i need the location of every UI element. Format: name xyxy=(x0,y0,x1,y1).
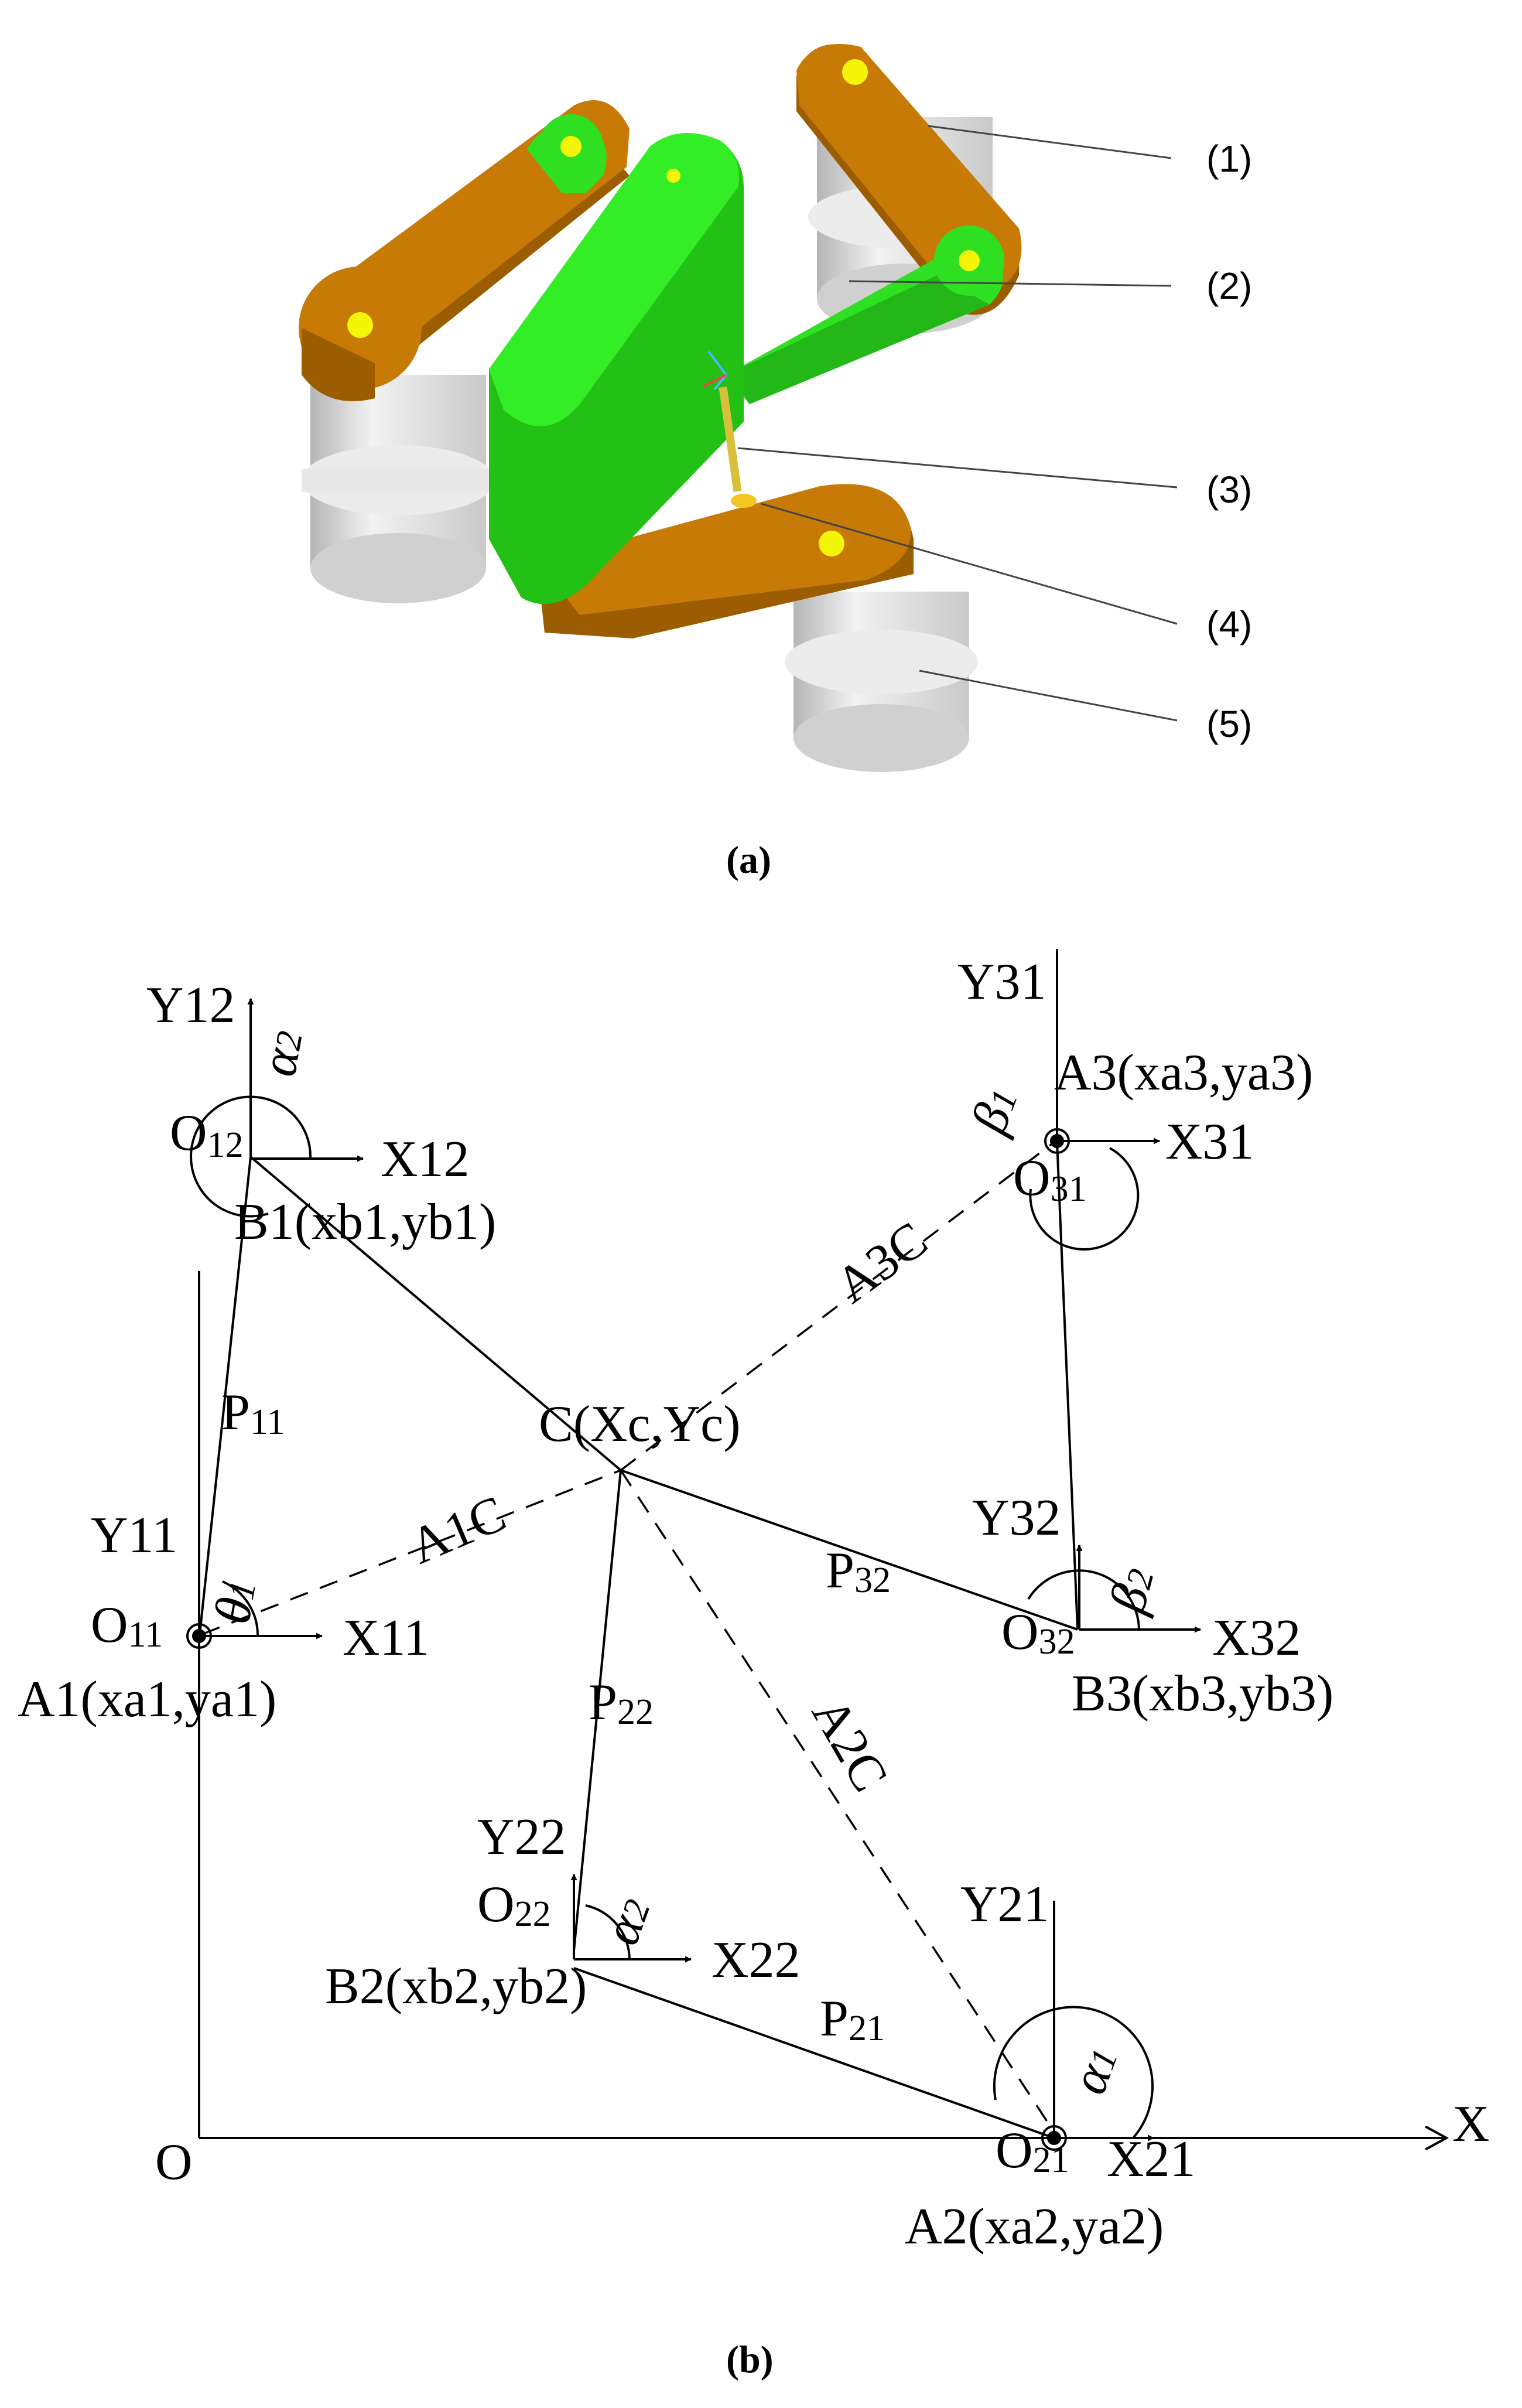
label-y31: Y31 xyxy=(957,954,1046,1010)
label-y12: Y12 xyxy=(146,977,235,1034)
label-o32: O32 xyxy=(1001,1604,1075,1662)
joint-o31-icon xyxy=(1044,1128,1070,1154)
angle-label-alpha2-f22: α2 xyxy=(593,1890,662,1952)
caption-b: (b) xyxy=(726,2338,774,2381)
caption-a: (a) xyxy=(726,839,771,882)
label-x31: X31 xyxy=(1165,1114,1254,1170)
panel-a-render: (1) (2) (3) (4) (5) (a) xyxy=(299,44,1252,882)
label-c: C(Xc,Yc) xyxy=(539,1396,741,1453)
label-x21: X21 xyxy=(1107,2131,1196,2188)
angle-arc-f12 xyxy=(190,1095,312,1218)
label-o21: O21 xyxy=(996,2122,1069,2180)
angle-arc-alpha1 xyxy=(993,2006,1154,2139)
label-o12: O12 xyxy=(170,1105,244,1165)
moving-platform xyxy=(489,114,1004,604)
link-a3-b3 xyxy=(1056,1142,1079,1629)
base-cylinder-bottom xyxy=(785,592,978,772)
joint-pin-icon xyxy=(819,531,844,556)
joint-o11-icon xyxy=(186,1623,212,1649)
label-a2: A2(xa2,ya2) xyxy=(905,2198,1164,2255)
angle-label-beta2: β2 xyxy=(1099,1562,1165,1620)
label-b3: B3(xb3,yb3) xyxy=(1072,1665,1333,1722)
link-p21 xyxy=(573,1967,1055,2139)
label-o31: O31 xyxy=(1013,1150,1087,1209)
label-b1: B1(xb1,yb1) xyxy=(234,1194,496,1251)
label-a2c: A2C xyxy=(801,1688,898,1801)
angle-label-alpha2-f12: α2 xyxy=(250,1026,314,1081)
angle-label-beta1: β1 xyxy=(960,1080,1029,1142)
link-p32 xyxy=(620,1469,1078,1631)
label-y21: Y21 xyxy=(960,1876,1049,1933)
label-y11: Y11 xyxy=(91,1507,177,1564)
label-x11: X11 xyxy=(343,1610,429,1666)
label-p11: P11 xyxy=(221,1384,285,1442)
joint-pin-icon xyxy=(347,312,373,338)
label-x22: X22 xyxy=(712,1932,801,1989)
dashed-a3c xyxy=(620,1141,1055,1471)
label-a1: A1(xa1,ya1) xyxy=(18,1671,276,1728)
joint-o31-core xyxy=(1050,1134,1064,1148)
joint-pin-icon xyxy=(560,136,582,157)
angle-arc-beta1 xyxy=(1029,1147,1140,1251)
link-p22 xyxy=(573,1470,622,1951)
label-x12: X12 xyxy=(381,1131,470,1188)
callout-4: (4) xyxy=(1206,603,1252,645)
callout-leaders xyxy=(737,125,1178,722)
angle-arc-beta2 xyxy=(1027,1569,1140,1630)
label-o22: O22 xyxy=(477,1876,551,1934)
label-x32: X32 xyxy=(1212,1610,1301,1666)
label-origin: O xyxy=(155,2134,193,2191)
callout-3: (3) xyxy=(1206,469,1252,511)
label-x-axis: X xyxy=(1452,2096,1490,2153)
dashed-a2c xyxy=(620,1470,1055,2133)
joint-pin-icon xyxy=(959,250,980,271)
angle-arc-alpha2 xyxy=(585,1904,631,1960)
base-cylinder-left xyxy=(302,375,495,603)
dashed-a1c xyxy=(201,1469,621,1635)
link-b1-c xyxy=(249,1156,622,1471)
angle-arc-theta1 xyxy=(222,1580,259,1637)
angle-label-theta1: θ1 xyxy=(204,1576,267,1628)
angle-label-alpha1: α1 xyxy=(1060,2039,1129,2101)
callout-1: (1) xyxy=(1206,138,1252,180)
label-b2: B2(xb2,yb2) xyxy=(325,1958,587,2015)
rod xyxy=(702,350,757,508)
label-o11: O11 xyxy=(91,1597,163,1655)
label-y22: Y22 xyxy=(477,1809,566,1866)
label-p22: P22 xyxy=(589,1674,654,1732)
label-a1c: A1C xyxy=(402,1485,514,1575)
label-a3c: A3C xyxy=(826,1211,938,1314)
label-p32: P32 xyxy=(826,1542,891,1600)
joint-o11-core xyxy=(192,1629,206,1643)
callout-5: (5) xyxy=(1206,703,1252,745)
joint-pin-icon xyxy=(842,59,868,85)
link-p11 xyxy=(198,1156,252,1641)
callout-2: (2) xyxy=(1206,265,1252,307)
panel-b-diagram xyxy=(186,949,1446,2151)
label-p21: P21 xyxy=(820,1990,885,2048)
arm-bottom xyxy=(539,484,914,638)
panel-b-labels: Y12 X12 O12 α2 B1(xb1,yb1) P11 C(Xc,Yc) … xyxy=(18,954,1490,2381)
label-y32: Y32 xyxy=(972,1490,1061,1546)
label-a3: A3(xa3,ya3) xyxy=(1054,1044,1313,1101)
